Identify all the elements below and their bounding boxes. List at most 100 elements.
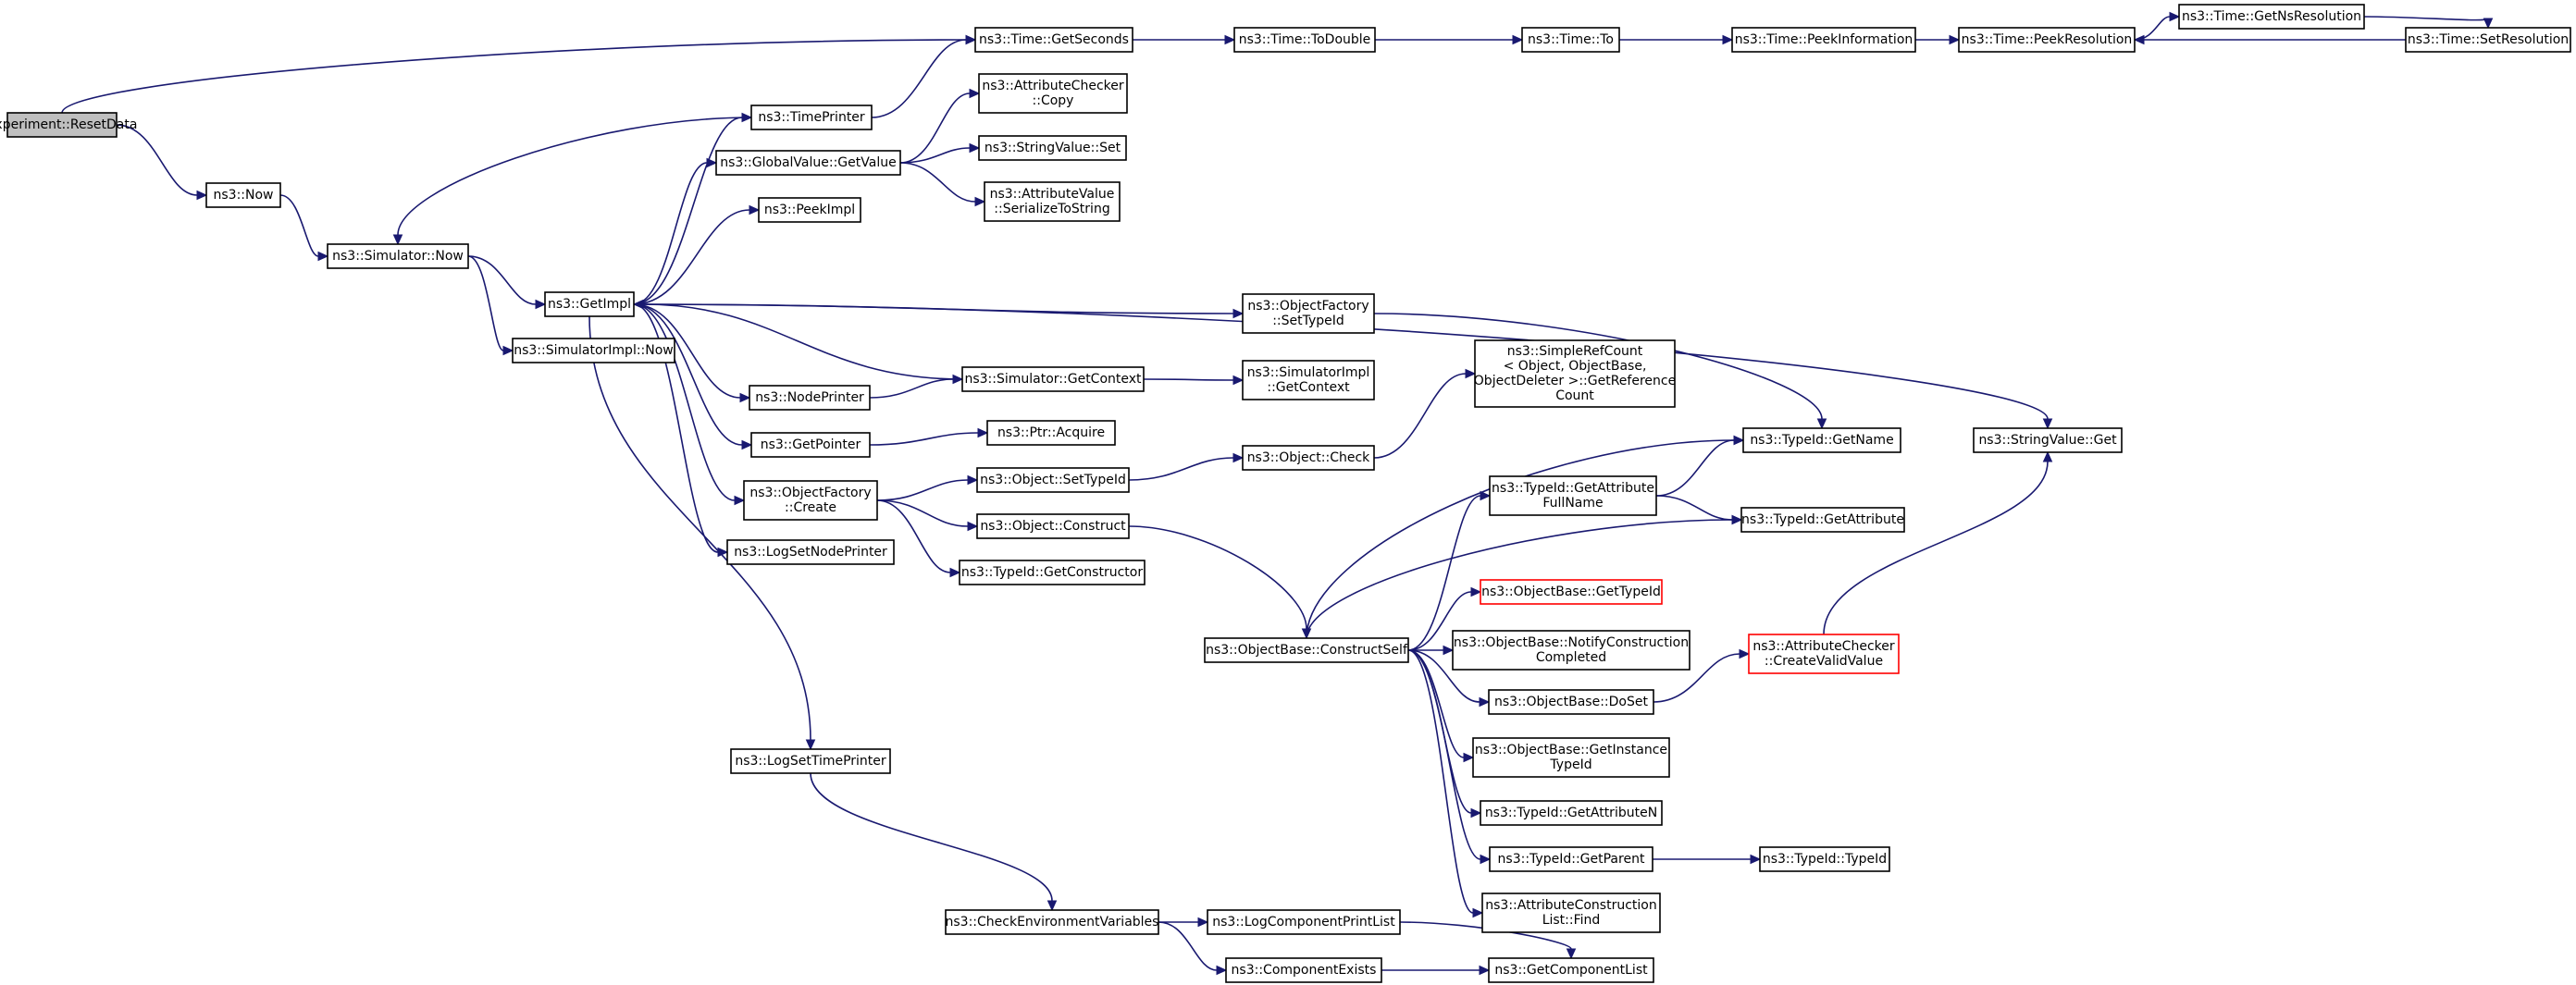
node-box	[1748, 634, 1900, 674]
node-box	[978, 73, 1128, 114]
node-svget[interactable]: ns3::StringValue::Get	[1973, 427, 2123, 453]
node-checkenv[interactable]: ns3::CheckEnvironmentVariables	[945, 909, 1159, 935]
node-peekimpl[interactable]: ns3::PeekImpl	[758, 197, 861, 223]
node-obnotify[interactable]: ns3::ObjectBase::NotifyConstructionCompl…	[1452, 630, 1690, 671]
node-to[interactable]: ns3::Time::To	[1521, 27, 1620, 53]
node-box	[1731, 27, 1916, 53]
edge-arrowhead	[1722, 34, 1734, 45]
node-getseconds[interactable]: ns3::Time::GetSeconds	[974, 27, 1133, 53]
node-ofcreate[interactable]: ns3::ObjectFactory::Create	[743, 480, 878, 521]
call-edge-tidgetparent-to-tidtypeid	[1653, 854, 1762, 865]
node-label: ns3::Time::SetResolution	[2408, 32, 2569, 47]
node-box	[1958, 27, 2136, 53]
node-getimpl[interactable]: ns3::GetImpl	[544, 291, 635, 317]
call-edge-gvgetvalue-to-avser	[899, 162, 986, 207]
node-getpointer[interactable]: ns3::GetPointer	[750, 432, 871, 458]
node-compexists[interactable]: ns3::ComponentExists	[1225, 957, 1382, 983]
edge-arrowhead	[1463, 752, 1475, 763]
node-objconstruct[interactable]: ns3::Object::Construct	[976, 513, 1130, 539]
node-label: ns3::StringValue::Get	[1978, 433, 2117, 448]
node-simgetctx[interactable]: ns3::Simulator::GetContext	[961, 366, 1145, 392]
node-svset[interactable]: ns3::StringValue::Set	[978, 135, 1127, 161]
edge-line	[810, 772, 1053, 902]
node-label: ns3::Object::Check	[1247, 450, 1370, 465]
call-edge-constructself-to-tidgetattr	[1306, 514, 1743, 639]
node-box	[327, 243, 469, 269]
node-gvgetvalue[interactable]: ns3::GlobalValue::GetValue	[715, 150, 901, 176]
node-logsettime[interactable]: ns3::LogSetTimePrinter	[730, 748, 891, 774]
node-peekres[interactable]: ns3::Time::PeekResolution	[1958, 27, 2136, 53]
node-label: Experiment::ResetData	[0, 117, 137, 132]
node-todouble[interactable]: ns3::Time::ToDouble	[1233, 27, 1376, 53]
node-label: FullName	[1542, 496, 1603, 511]
node-label: < Object, ObjectBase,	[1504, 359, 1647, 374]
node-logcompprint[interactable]: ns3::LogComponentPrintList	[1207, 909, 1401, 935]
node-getnsres[interactable]: ns3::Time::GetNsResolution	[2178, 4, 2365, 30]
node-objsettid[interactable]: ns3::Object::SetTypeId	[976, 467, 1130, 493]
node-setres[interactable]: ns3::Time::SetResolution	[2405, 27, 2571, 53]
node-peekinfo[interactable]: ns3::Time::PeekInformation	[1731, 27, 1916, 53]
call-edge-simnow-to-getimpl	[467, 255, 547, 310]
node-getcomplist[interactable]: ns3::GetComponentList	[1488, 957, 1654, 983]
node-constructself[interactable]: ns3::ObjectBase::ConstructSelf	[1204, 637, 1409, 663]
node-nodeprinter[interactable]: ns3::NodePrinter	[749, 385, 871, 411]
call-edge-nodeprinter-to-simgetctx	[869, 374, 964, 399]
node-simnow[interactable]: ns3::Simulator::Now	[327, 243, 469, 269]
edge-line	[633, 303, 719, 553]
node-obdoset[interactable]: ns3::ObjectBase::DoSet	[1488, 689, 1654, 715]
edge-arrowhead	[1470, 586, 1482, 597]
edge-line	[642, 303, 963, 380]
edge-arrowhead	[196, 190, 208, 201]
node-label: ns3::AttributeConstruction	[1485, 898, 1656, 913]
edge-line	[633, 209, 750, 305]
edge-arrowhead	[739, 392, 751, 403]
node-now[interactable]: ns3::Now	[205, 182, 281, 208]
edge-arrowhead	[952, 374, 964, 385]
node-acopy[interactable]: ns3::AttributeChecker::Copy	[978, 73, 1128, 114]
node-logsetnode[interactable]: ns3::LogSetNodePrinter	[726, 539, 895, 565]
node-ptracq[interactable]: ns3::Ptr::Acquire	[986, 420, 1116, 446]
node-simplerefcount[interactable]: ns3::SimpleRefCount< Object, ObjectBase,…	[1474, 339, 1676, 408]
call-edge-accreatevalid-to-svget	[1823, 450, 2053, 635]
call-nodes: Experiment::ResetDatans3::Nowns3::Simula…	[0, 4, 2571, 983]
node-reset[interactable]: Experiment::ResetData	[0, 112, 137, 138]
edge-line	[633, 303, 743, 446]
node-box	[1488, 957, 1654, 983]
node-avser[interactable]: ns3::AttributeValue::SerializeToString	[984, 181, 1121, 222]
node-tidgetname[interactable]: ns3::TypeId::GetName	[1742, 427, 1901, 453]
edge-arrowhead	[502, 345, 514, 356]
node-tidgetparent[interactable]: ns3::TypeId::GetParent	[1489, 846, 1653, 872]
edge-line	[1306, 439, 1735, 639]
call-edge-ofcreate-to-objsettid	[876, 474, 979, 501]
edge-arrowhead	[2042, 418, 2053, 430]
node-box	[1207, 909, 1401, 935]
edge-arrowhead	[1750, 854, 1762, 865]
edge-arrowhead	[2133, 34, 2145, 45]
node-simimplnow[interactable]: ns3::SimulatorImpl::Now	[512, 338, 675, 363]
node-tidgetctor[interactable]: ns3::TypeId::GetConstructor	[959, 560, 1146, 585]
edge-line	[1128, 525, 1307, 630]
edge-arrowhead	[965, 34, 977, 45]
node-tidgetattrn[interactable]: ns3::TypeId::GetAttributeN	[1480, 800, 1663, 826]
edge-arrowhead	[1232, 375, 1245, 386]
node-box	[959, 560, 1146, 585]
node-objcheck[interactable]: ns3::Object::Check	[1242, 445, 1375, 471]
edge-arrowhead	[1480, 854, 1492, 865]
node-simimplgetctx[interactable]: ns3::SimulatorImpl::GetContext	[1242, 360, 1375, 400]
edge-line	[1407, 649, 1474, 914]
node-obgettid[interactable]: ns3::ObjectBase::GetTypeId	[1480, 579, 1663, 605]
node-accreatevalid[interactable]: ns3::AttributeChecker::CreateValidValue	[1748, 634, 1900, 674]
node-tidgetattr[interactable]: ns3::TypeId::GetAttribute	[1740, 507, 1905, 533]
node-timeprinter[interactable]: ns3::TimePrinter	[750, 105, 873, 130]
edge-line	[876, 499, 951, 573]
node-tidtypeid[interactable]: ns3::TypeId::TypeId	[1759, 846, 1890, 872]
edge-arrowhead	[974, 196, 986, 207]
node-ofsettid[interactable]: ns3::ObjectFactory::SetTypeId	[1242, 293, 1375, 334]
call-edge-reset-to-getseconds	[61, 34, 977, 114]
node-label: Count	[1555, 388, 1594, 403]
edge-line	[61, 39, 967, 114]
node-box	[715, 150, 901, 176]
